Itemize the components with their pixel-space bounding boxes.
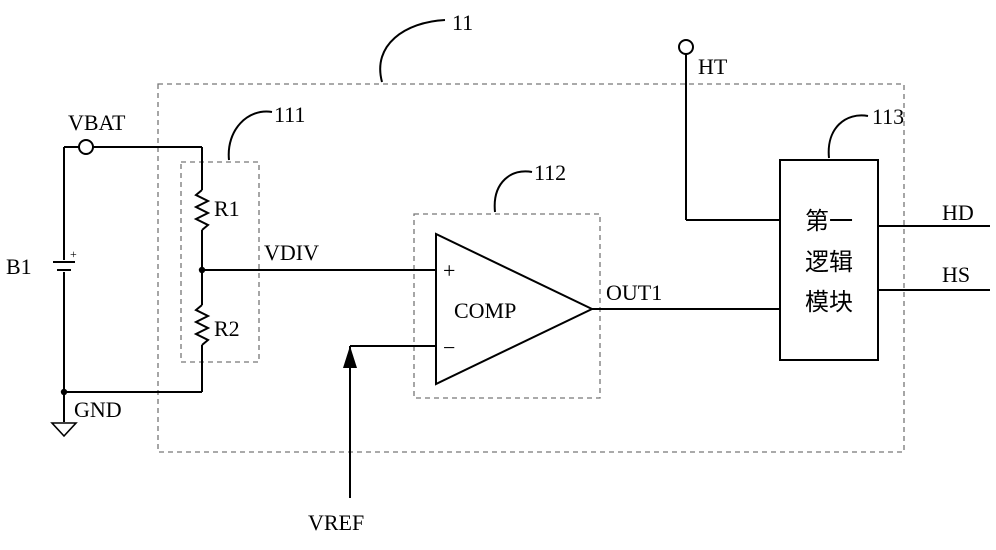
comparator-label: COMP <box>454 298 516 323</box>
block-11-outline <box>157 83 905 453</box>
comparator-triangle <box>435 232 595 386</box>
vdiv-label: VDIV <box>264 240 319 265</box>
out1-label: OUT1 <box>606 280 662 305</box>
ht-terminal <box>678 39 694 55</box>
hs-label: HS <box>942 262 970 287</box>
block-111-outline <box>180 161 260 363</box>
vbat-label: VBAT <box>68 110 126 135</box>
logic-block-line3: 模块 <box>805 289 853 316</box>
r2-label: R2 <box>214 316 240 341</box>
hd-label: HD <box>942 200 974 225</box>
block-111-label: 111 <box>274 102 305 127</box>
comparator-minus: − <box>443 335 455 360</box>
battery-plus-mark: + <box>70 247 77 261</box>
battery-b1-label: B1 <box>6 254 32 279</box>
block-113-label: 113 <box>872 104 904 129</box>
block-112-leader <box>493 170 533 213</box>
logic-block-line2: 逻辑 <box>805 249 853 276</box>
ht-label: HT <box>698 54 728 79</box>
gnd-label: GND <box>74 397 122 422</box>
vref-label: VREF <box>308 510 364 535</box>
block-112-label: 112 <box>534 160 566 185</box>
comparator-plus: + <box>443 258 455 283</box>
vbat-terminal <box>78 139 94 155</box>
ground-symbol <box>50 422 78 438</box>
block-113-leader <box>827 114 869 159</box>
resistor-r1 <box>193 189 211 231</box>
block-111-leader <box>227 110 273 161</box>
vref-arrow-head <box>343 346 357 368</box>
logic-block <box>779 159 879 361</box>
r1-label: R1 <box>214 196 240 221</box>
logic-block-line1: 第一 <box>805 208 853 235</box>
block-11-label: 11 <box>452 10 473 35</box>
block-11-leader <box>379 19 446 83</box>
block-112-outline <box>413 213 601 399</box>
resistor-r2 <box>193 304 211 346</box>
